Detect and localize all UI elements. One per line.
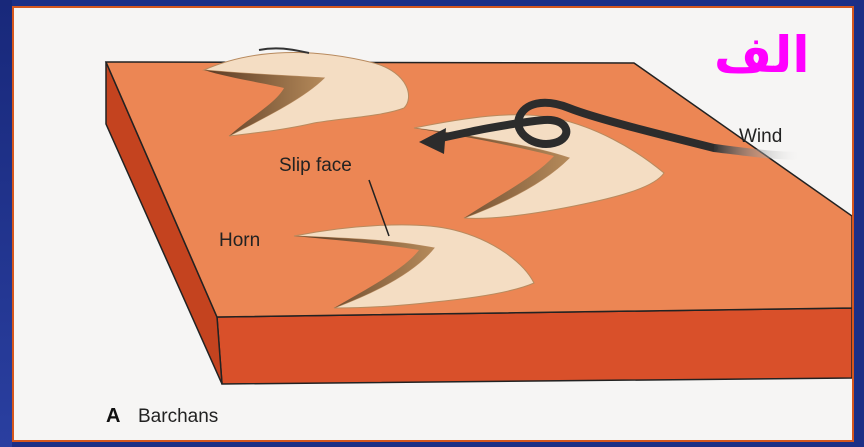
arabic-title: الف (714, 26, 809, 84)
plate-front-side (217, 308, 852, 384)
caption-letter: A (106, 405, 120, 428)
horn-label: Horn (219, 230, 260, 252)
left-border-bar (0, 0, 12, 447)
wind-label: Wind (739, 126, 782, 148)
caption-text: Barchans (138, 406, 218, 428)
diagram-frame: الف Wind Slip face Horn A Barchans (12, 6, 854, 442)
slip-face-label: Slip face (279, 155, 352, 177)
